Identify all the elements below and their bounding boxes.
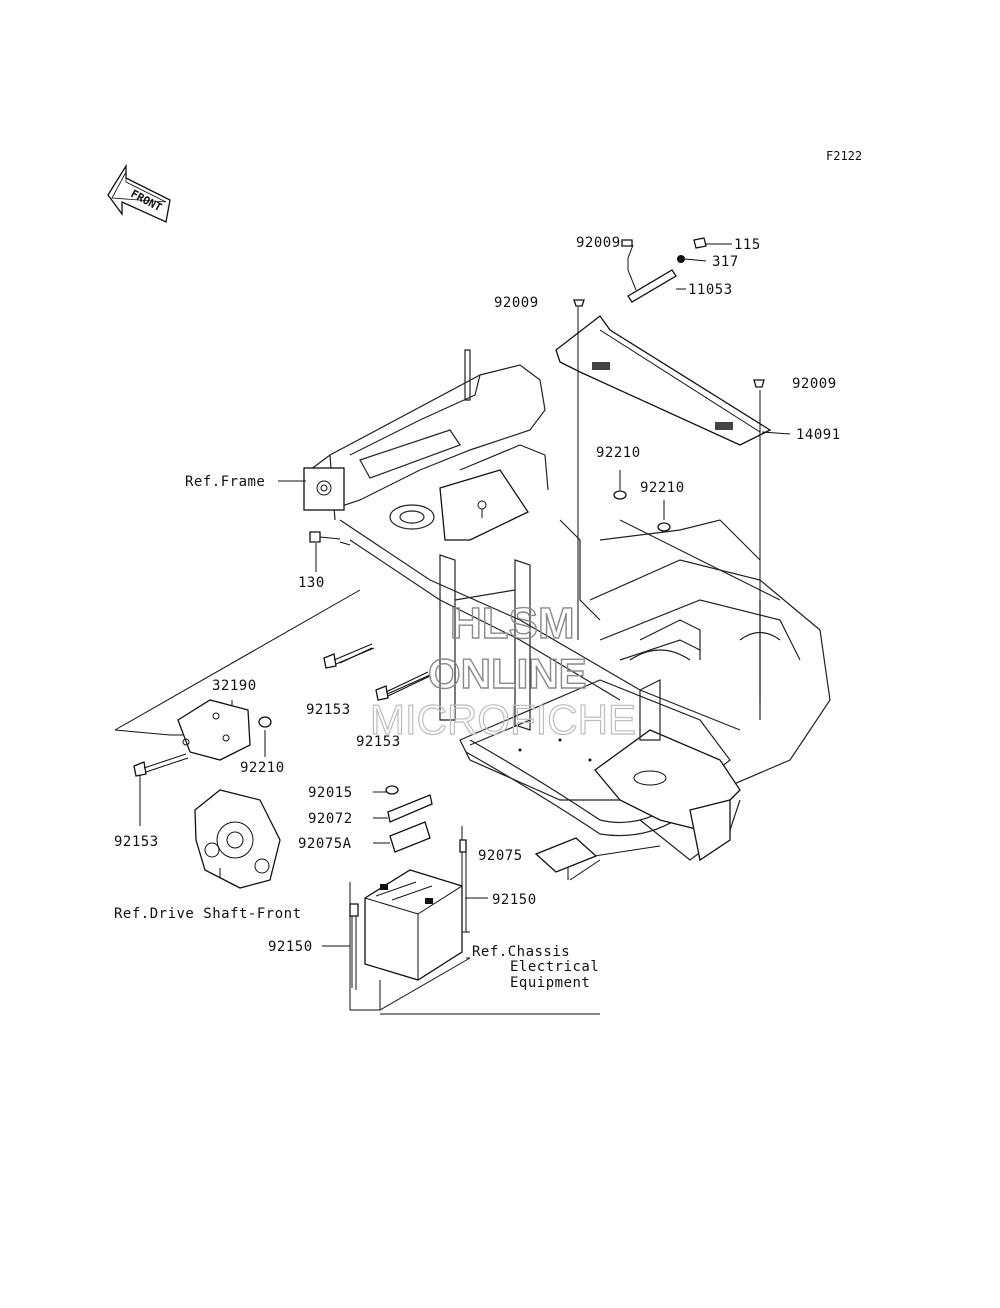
nut-92210-a-icon: [613, 490, 627, 500]
part-label-92075a[interactable]: 92075A: [298, 836, 352, 852]
part-label-92150-right[interactable]: 92150: [492, 892, 537, 908]
cover-panel-14091: [555, 315, 772, 446]
bolt-92153-b-icon: [375, 671, 431, 701]
part-label-92009-top[interactable]: 92009: [576, 235, 621, 251]
part-label-92210-b[interactable]: 92210: [640, 480, 685, 496]
bolt-92009-right-icon: [753, 379, 765, 388]
pad-92075a-icon: [389, 821, 431, 853]
lower-parts-group: [133, 643, 598, 990]
watermark: HLSM ONLINE MICROFICHE: [369, 598, 636, 743]
part-label-32190[interactable]: 32190: [212, 678, 257, 694]
part-label-92075[interactable]: 92075: [478, 848, 523, 864]
bracket-32190-icon: [177, 699, 251, 761]
part-labels: 92009 115 317 92009 11053 92009 14091 92…: [114, 235, 841, 991]
vehicle-frame-drawing: [303, 349, 831, 862]
strap-11053-icon: [627, 269, 677, 303]
nut-92210-c-icon: [258, 716, 272, 728]
bolt-130-icon: [309, 531, 341, 543]
watermark-line-2: ONLINE: [428, 650, 587, 697]
part-label-115[interactable]: 115: [734, 237, 761, 253]
part-label-92015[interactable]: 92015: [308, 785, 353, 801]
part-label-ref-chassis[interactable]: Ref.Chassis: [472, 944, 570, 960]
part-label-11053[interactable]: 11053: [688, 282, 733, 298]
bolt-92153-c-icon: [133, 753, 189, 777]
rod-92150-right-icon: [459, 839, 467, 932]
bolt-92009-mid-icon: [573, 299, 585, 307]
part-label-92009-right[interactable]: 92009: [792, 376, 837, 392]
diagram-code: F2122: [826, 149, 862, 163]
top-cover-group: [309, 237, 772, 543]
frame-bracket-left: [303, 467, 345, 511]
nut-317-icon: [677, 255, 685, 263]
part-label-equipment[interactable]: Equipment: [510, 975, 590, 991]
nut-92210-b-icon: [657, 522, 671, 532]
part-label-ref-drive-shaft[interactable]: Ref.Drive Shaft-Front: [114, 906, 302, 922]
bolt-115-icon: [693, 237, 707, 249]
bracket-92072-icon: [387, 794, 433, 823]
part-label-14091[interactable]: 14091: [796, 427, 841, 443]
rod-92150-left-icon: [349, 903, 359, 990]
pad-92075-icon: [534, 837, 598, 873]
watermark-line-3: MICROFICHE: [370, 696, 636, 743]
watermark-line-1: HLSM: [450, 599, 575, 648]
part-label-317[interactable]: 317: [712, 254, 739, 270]
part-label-92150-left[interactable]: 92150: [268, 939, 313, 955]
bolt-92009-top-icon: [621, 239, 633, 247]
front-arrow-icon: FRONT: [107, 163, 171, 223]
bolt-92153-a-icon: [323, 643, 375, 669]
part-label-92210-c[interactable]: 92210: [240, 760, 285, 776]
part-label-ref-frame[interactable]: Ref.Frame: [185, 474, 265, 490]
part-label-92210-a[interactable]: 92210: [596, 445, 641, 461]
nut-92015-icon: [385, 785, 399, 795]
part-label-92153-c[interactable]: 92153: [114, 834, 159, 850]
part-label-92153-b[interactable]: 92153: [356, 734, 401, 750]
part-label-130[interactable]: 130: [298, 575, 325, 591]
battery-icon: [364, 869, 463, 981]
part-label-92153-a[interactable]: 92153: [306, 702, 351, 718]
part-label-92072[interactable]: 92072: [308, 811, 353, 827]
front-differential-icon: [194, 789, 281, 889]
part-label-92009-mid[interactable]: 92009: [494, 295, 539, 311]
part-label-electrical[interactable]: Electrical: [510, 959, 599, 975]
